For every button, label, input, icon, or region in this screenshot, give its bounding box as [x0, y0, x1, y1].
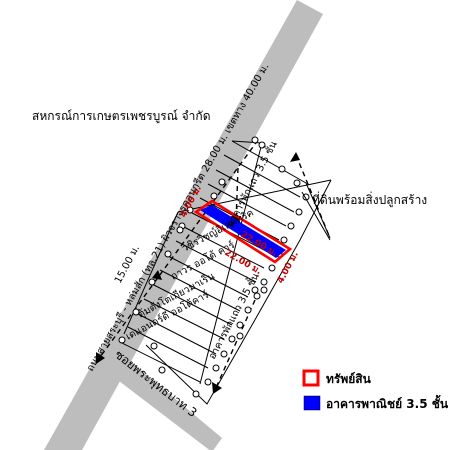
- legend-commercial-swatch: [303, 395, 321, 411]
- lot-block: [119, 140, 332, 405]
- legend-commercial-label: อาคารพาณิชย์ 3.5 ชั้น: [326, 394, 449, 411]
- survey-nodes: [118, 136, 310, 398]
- legend-property-label: ทรัพย์สิน: [326, 372, 372, 386]
- arrow-up-right-icon: [290, 152, 300, 162]
- arrow-road-icon: [96, 352, 105, 364]
- property-outline: [193, 199, 293, 264]
- legend: ทรัพย์สิน อาคารพาณิชย์ 3.5 ชั้น: [302, 369, 449, 411]
- soi-road: [94, 346, 222, 450]
- dashed-guides: [97, 139, 331, 391]
- cooperative-label: สหกรณ์การเกษตรเพชรบูรณ์ จำกัด: [32, 109, 210, 124]
- land-with-buildings-label: ที่ดินพร้อมสิ่งปลูกสร้าง: [312, 191, 427, 208]
- subject-property: [193, 199, 293, 264]
- land-pointer: [301, 191, 331, 241]
- legend-property-swatch: [302, 369, 320, 387]
- arrow-down-left-icon: [212, 382, 222, 394]
- commercial-building: [200, 205, 286, 258]
- arrow-road-up-icon: [152, 270, 162, 280]
